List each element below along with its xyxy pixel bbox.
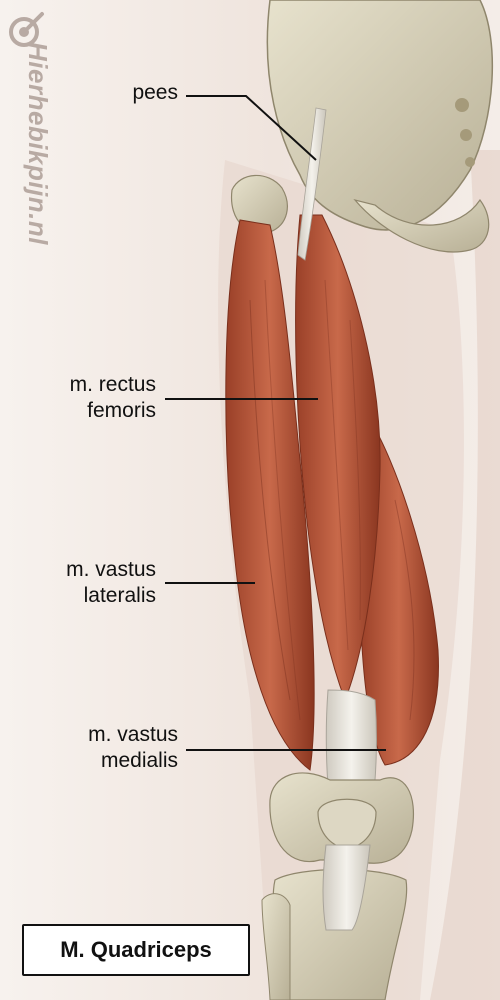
leader-vastus-medialis-line bbox=[186, 749, 386, 751]
sacrum-foramen bbox=[460, 129, 472, 141]
leader-rectus-femoris-line bbox=[165, 398, 318, 400]
label-vastus-medialis: m. vastus medialis bbox=[88, 723, 178, 772]
label-tendon: pees bbox=[132, 81, 178, 104]
patella bbox=[317, 798, 377, 849]
tendon-strip bbox=[297, 107, 327, 261]
target-logo-icon bbox=[9, 12, 44, 47]
pelvis-lower bbox=[353, 198, 490, 253]
sacrum-foramen bbox=[465, 157, 475, 167]
vastus-lateralis-muscle bbox=[225, 219, 315, 771]
leader-vastus-lateralis-line bbox=[165, 582, 255, 584]
other-leg-silhouette bbox=[430, 150, 500, 1000]
label-vastus-lateralis: m. vastus lateralis bbox=[66, 558, 156, 607]
diagram-title: M. Quadriceps bbox=[60, 937, 212, 962]
sacrum-foramen bbox=[455, 98, 469, 112]
label-rectus-femoris: m. rectus femoris bbox=[69, 373, 156, 422]
title-box: M. Quadriceps bbox=[22, 924, 250, 976]
